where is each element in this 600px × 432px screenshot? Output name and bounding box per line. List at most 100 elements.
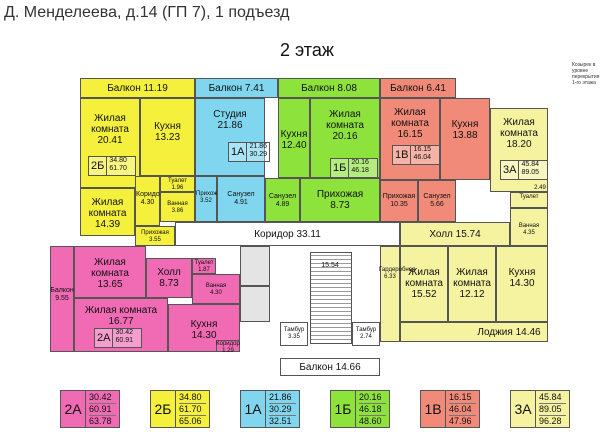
balcony-2b-label: Балкон 11.19 — [107, 83, 168, 94]
apt-1a-studio: Студия 21.86 — [195, 98, 265, 176]
apt-2b-toilet: Туалет 1.96 — [160, 176, 195, 192]
apt-3a-toilet-area: 2.49 — [534, 185, 546, 191]
legend-value: 48.60 — [359, 416, 382, 426]
apt-1a-studio-label: Студия 21.86 — [213, 109, 247, 131]
legend-value: 46.04 — [449, 404, 476, 416]
apt-2a-hall-2-label: Коридор 1.29 — [216, 341, 240, 354]
legend-value: 30.42 — [89, 392, 116, 404]
apt-1a-hall-label: Прихожая 3.52 — [196, 191, 224, 204]
apt-2b-living-area: 34.80 — [109, 157, 127, 164]
apt-3a-living-3-label: Жилая комната 12.12 — [453, 267, 491, 300]
common-corridor: Коридор 33.11 — [175, 222, 400, 246]
apt-1v-kitchen: Кухня 13.88 — [440, 98, 490, 180]
apt-1a-living-area: 21.86 — [249, 143, 267, 150]
legend-value: 34.80 — [179, 392, 206, 404]
apt-2a-hall-2: Коридор 1.29 — [216, 340, 240, 354]
apt-3a-kitchen: Кухня 14.30 — [496, 246, 548, 322]
legend-value: 89.05 — [539, 404, 566, 416]
balcony-1a-label: Балкон 7.41 — [208, 83, 265, 94]
apt-3a-living-area: 45.84 — [521, 161, 539, 168]
balcony-1b: Балкон 8.08 — [278, 78, 380, 98]
apt-2a-living-1-label: Жилая комната 13.65 — [91, 257, 129, 290]
legend-value: 16.15 — [449, 392, 476, 404]
apt-1v-type: 1В — [393, 146, 412, 164]
balcony-1v-label: Балкон 6.41 — [390, 83, 446, 94]
page-title: Д. Менделеева, д.14 (ГП 7), 1 подъезд — [4, 4, 290, 21]
legend-value: 47.96 — [449, 416, 472, 426]
apt-1a-bath-label: Санузел 4.91 — [227, 191, 255, 206]
legend-value: 45.84 — [539, 392, 566, 404]
apt-3a-wardrobe-label: Гардеробная 6.33 — [379, 267, 416, 280]
apt-1b-type: 1Б — [331, 159, 350, 177]
apt-3a-total-area: 89.05 — [521, 169, 539, 176]
floor-plan: Балкон 11.19 Балкон 7.41 Балкон 8.08 Бал… — [50, 78, 548, 376]
legend-value: 20.16 — [359, 392, 386, 404]
apt-1b-hall-label: Прихожая 8.73 — [316, 189, 364, 211]
apt-2a-kitchen: Кухня 14.30 — [168, 304, 240, 352]
apt-2a-living-1: Жилая комната 13.65 — [74, 246, 146, 298]
canopy-note: Козырек в уровне перекрытия 1-го этажа — [572, 62, 600, 86]
apt-2a-living-area: 30.42 — [115, 329, 133, 336]
tambur-1-label: Тамбур 3.35 — [283, 327, 305, 340]
apt-3a-toilet-label: Туалет — [519, 194, 539, 200]
apt-3a-type: 3А — [501, 161, 520, 179]
staircase — [310, 252, 352, 344]
apt-2a-living-2: Жилая комната 16.77 — [74, 298, 168, 352]
apt-2b-kitchen: Кухня 13.23 — [140, 98, 195, 176]
apt-3a-hall: Холл 15.74 — [400, 222, 510, 246]
apt-3a-loggia-label: Лоджия 14.46 — [477, 327, 541, 338]
legend-value: 65.06 — [179, 416, 202, 426]
legend-value: 96.28 — [539, 416, 562, 426]
apt-1a-hall: Прихожая 3.52 — [195, 176, 224, 222]
apt-1v-hall-label: Прихожая 10.35 — [382, 193, 416, 208]
apt-2b-bath-label: Ванная 3.86 — [167, 201, 188, 214]
apt-1b-hall: Прихожая 8.73 — [300, 178, 380, 222]
apt-1v-bath-label: Санузел 5.66 — [423, 193, 451, 208]
tambur-1: Тамбур 3.35 — [280, 322, 308, 346]
apt-3a-living-3: Жилая комната 12.12 — [448, 246, 496, 322]
legend-value: 63.78 — [89, 416, 112, 426]
apt-2a-bath-label: Ванная 4.30 — [205, 283, 227, 296]
apt-2b-type: 2Б — [89, 157, 108, 175]
apt-2b-corridor: Коридор 4.30 — [135, 176, 164, 226]
apt-1b-living-area: 20.16 — [351, 159, 369, 166]
apt-1b-total-area: 46.18 — [351, 167, 369, 174]
apt-3a-living-2-label: Жилая комната 15.52 — [405, 267, 443, 300]
apt-1a-bath: Санузел 4.91 — [217, 176, 265, 222]
apt-2a-type: 2А — [95, 329, 114, 347]
apt-2b-total-area: 61.70 — [109, 165, 127, 172]
balcony-1v: Балкон 6.41 — [380, 78, 456, 98]
apt-3a-living-1-label: Жилая комната 18.20 — [500, 117, 538, 150]
apt-2a-hall-label: Холл 8.73 — [157, 267, 181, 289]
balcony-1a: Балкон 7.41 — [195, 78, 278, 98]
apt-1b-living-label: Жилая комната 20.16 — [326, 109, 364, 142]
legend-value: 46.18 — [359, 404, 386, 416]
apt-1v-bath: Санузел 5.66 — [418, 180, 456, 222]
legend-value: 32.51 — [269, 416, 292, 426]
legend-type: 1В — [421, 391, 446, 427]
apt-2b-living-2: Жилая комната 14.39 — [80, 188, 135, 236]
apt-1a-type: 1А — [229, 143, 248, 161]
apt-2a-toilet: Туалет 1.87 — [192, 258, 216, 274]
floor-label: 2 этаж — [280, 40, 334, 60]
legend-type: 2А — [61, 391, 86, 427]
apt-2a-total-area: 60.91 — [115, 337, 133, 344]
apt-2a-kitchen-label: Кухня 14.30 — [190, 319, 218, 341]
legend-type: 1А — [241, 391, 266, 427]
legend-type: 3А — [511, 391, 536, 427]
apt-3a-living-2: Жилая комната 15.52 — [400, 246, 448, 322]
legend-type: 1Б — [331, 391, 356, 427]
apt-2b-toilet-label: Туалет 1.96 — [168, 178, 187, 191]
apt-2b-living-1: Жилая комната 20.41 — [80, 98, 140, 188]
